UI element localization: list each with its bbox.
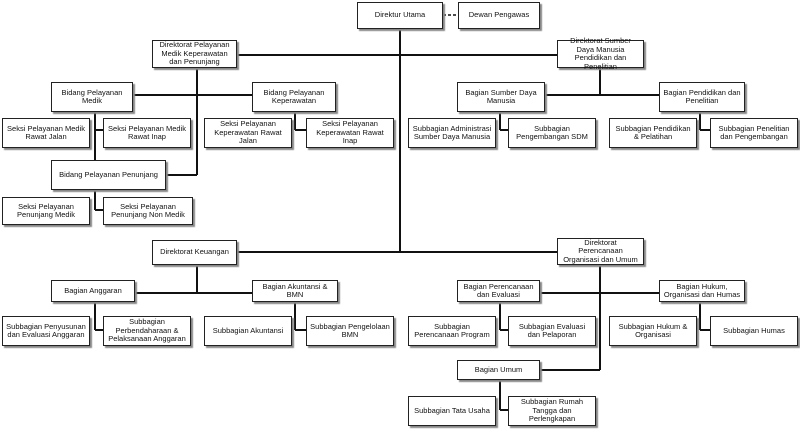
sub-bmn-box: Subbagian Pengelolaan BMN [306, 316, 394, 346]
bag-umum-label: Bagian Umum [474, 364, 523, 374]
dewan-pengawas-box: Dewan Pengawas [458, 2, 540, 29]
sub-diklat-box: Subbagian Pendidikan & Pelatihan [609, 118, 697, 148]
sub-perbendaharaan-label: Subbagian Perbendaharaan & Pelaksanaan A… [108, 317, 186, 344]
bag-hukum-box: Bagian Hukum, Organisasi dan Humas [659, 280, 745, 302]
sub-pengembangan-sdm-label: Subbagian Pengembangan SDM [516, 123, 588, 141]
sub-penyusunan-box: Subbagian Penyusunan dan Evaluasi Anggar… [2, 316, 90, 346]
sub-admin-sdm-box: Subbagian Administrasi Sumber Daya Manus… [408, 118, 496, 148]
bid-medik-label: Bidang Pelayanan Medik [61, 87, 123, 105]
sub-penelitian-label: Subbagian Penelitian dan Pengembangan [718, 123, 790, 141]
bag-perencanaan-label: Bagian Perencanaan dan Evaluasi [463, 281, 534, 299]
sub-tata-usaha-label: Subbagian Tata Usaha [414, 405, 490, 415]
bid-keperawatan-box: Bidang Pelayanan Keperawatan [252, 82, 336, 112]
bag-akuntansi-label: Bagian Akuntansi & BMN [262, 281, 328, 299]
sub-humas-label: Subbagian Humas [723, 325, 785, 335]
sub-diklat-label: Subbagian Pendidikan & Pelatihan [615, 123, 691, 141]
bag-perencanaan-box: Bagian Perencanaan dan Evaluasi [457, 280, 540, 302]
sub-evaluasi-box: Subbagian Evaluasi dan Pelaporan [508, 316, 596, 346]
seksi-penunjang-non-medik-label: Seksi Pelayanan Penunjang Non Medik [111, 201, 185, 219]
bid-penunjang-label: Bidang Pelayanan Penunjang [59, 169, 158, 179]
seksi-penunjang-non-medik-box: Seksi Pelayanan Penunjang Non Medik [103, 197, 193, 225]
seksi-rawat-inap-box: Seksi Pelayanan Medik Rawat Inap [103, 118, 191, 148]
seksi-penunjang-medik-label: Seksi Pelayanan Penunjang Medik [17, 201, 75, 219]
dir-yanmed-box: Direktorat Pelayanan Medik Keperawatan d… [152, 40, 237, 68]
sub-perencanaan-label: Subbagian Perencanaan Program [414, 321, 490, 339]
bag-sdm-label: Bagian Sumber Daya Manusia [465, 87, 537, 105]
sub-hukum-label: Subbagian Hukum & Organisasi [618, 321, 688, 339]
sub-rumah-tangga-label: Subbagian Rumah Tangga dan Perlengkapan [520, 397, 584, 424]
seksi-rawat-jalan-box: Seksi Pelayanan Medik Rawat Jalan [2, 118, 90, 148]
sub-perbendaharaan-box: Subbagian Perbendaharaan & Pelaksanaan A… [103, 316, 191, 346]
sub-penyusunan-label: Subbagian Penyusunan dan Evaluasi Anggar… [6, 321, 86, 339]
dir-keuangan-label: Direktorat Keuangan [160, 247, 229, 257]
direktur-utama-box: Direktur Utama [357, 2, 443, 29]
bag-hukum-label: Bagian Hukum, Organisasi dan Humas [663, 281, 741, 299]
sub-evaluasi-label: Subbagian Evaluasi dan Pelaporan [518, 321, 586, 339]
seksi-kep-rawat-jalan-box: Seksi Pelayanan Keperawatan Rawat Jalan [204, 118, 292, 148]
dir-perencanaan-label: Direktorat Perencanaan Organisasi dan Um… [563, 237, 638, 264]
bid-penunjang-box: Bidang Pelayanan Penunjang [51, 160, 166, 190]
bag-akuntansi-box: Bagian Akuntansi & BMN [252, 280, 338, 302]
seksi-rawat-jalan-label: Seksi Pelayanan Medik Rawat Jalan [7, 123, 85, 141]
direktur-utama-label: Direktur Utama [374, 10, 426, 20]
bag-anggaran-box: Bagian Anggaran [51, 280, 135, 302]
dir-yanmed-label: Direktorat Pelayanan Medik Keperawatan d… [159, 40, 230, 67]
seksi-penunjang-medik-box: Seksi Pelayanan Penunjang Medik [2, 197, 90, 225]
dir-perencanaan-box: Direktorat Perencanaan Organisasi dan Um… [557, 238, 644, 265]
bag-umum-box: Bagian Umum [457, 360, 540, 380]
dewan-pengawas-label: Dewan Pengawas [468, 10, 530, 20]
seksi-kep-rawat-jalan-label: Seksi Pelayanan Keperawatan Rawat Jalan [214, 119, 282, 146]
sub-admin-sdm-label: Subbagian Administrasi Sumber Daya Manus… [412, 123, 492, 141]
dir-sdm-box: Direktorat Sumber Daya Manusia Pendidika… [557, 36, 644, 71]
dir-sdm-label: Direktorat Sumber Daya Manusia Pendidika… [570, 36, 631, 71]
sub-akuntansi-box: Subbagian Akuntansi [204, 316, 292, 346]
bag-diklit-label: Bagian Pendidikan dan Penelitian [663, 87, 741, 105]
sub-penelitian-box: Subbagian Penelitian dan Pengembangan [710, 118, 798, 148]
bag-sdm-box: Bagian Sumber Daya Manusia [457, 82, 545, 112]
sub-hukum-box: Subbagian Hukum & Organisasi [609, 316, 697, 346]
dir-keuangan-box: Direktorat Keuangan [152, 240, 237, 265]
seksi-kep-rawat-inap-label: Seksi Pelayanan Keperawatan Rawat Inap [316, 119, 384, 146]
sub-rumah-tangga-box: Subbagian Rumah Tangga dan Perlengkapan [508, 396, 596, 426]
bid-keperawatan-label: Bidang Pelayanan Keperawatan [263, 87, 325, 105]
sub-humas-box: Subbagian Humas [710, 316, 798, 346]
bid-medik-box: Bidang Pelayanan Medik [51, 82, 133, 112]
sub-bmn-label: Subbagian Pengelolaan BMN [310, 321, 390, 339]
sub-perencanaan-box: Subbagian Perencanaan Program [408, 316, 496, 346]
bag-diklit-box: Bagian Pendidikan dan Penelitian [659, 82, 745, 112]
sub-tata-usaha-box: Subbagian Tata Usaha [408, 396, 496, 426]
seksi-rawat-inap-label: Seksi Pelayanan Medik Rawat Inap [108, 123, 186, 141]
sub-pengembangan-sdm-box: Subbagian Pengembangan SDM [508, 118, 596, 148]
bag-anggaran-label: Bagian Anggaran [64, 285, 122, 295]
seksi-kep-rawat-inap-box: Seksi Pelayanan Keperawatan Rawat Inap [306, 118, 394, 148]
sub-akuntansi-label: Subbagian Akuntansi [212, 325, 284, 335]
